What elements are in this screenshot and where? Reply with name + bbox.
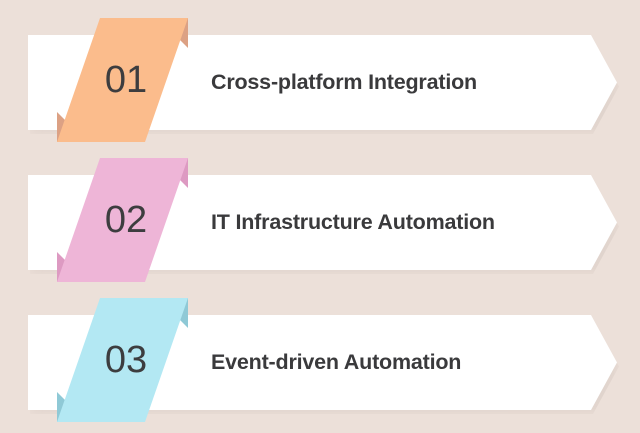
list-item[interactable]: 01 Cross-platform Integration	[0, 0, 640, 145]
item-number: 03	[104, 338, 148, 381]
item-title: Cross-platform Integration	[211, 70, 477, 94]
item-number: 01	[104, 58, 148, 101]
item-title: Event-driven Automation	[211, 350, 462, 374]
list-item[interactable]: 03 Event-driven Automation	[0, 280, 640, 425]
list-item[interactable]: 02 IT Infrastructure Automation	[0, 140, 640, 285]
number-tag: 03	[57, 298, 188, 422]
number-tag: 01	[57, 18, 188, 142]
item-title: IT Infrastructure Automation	[211, 210, 495, 234]
number-tag: 02	[57, 158, 188, 282]
item-number: 02	[104, 198, 148, 241]
